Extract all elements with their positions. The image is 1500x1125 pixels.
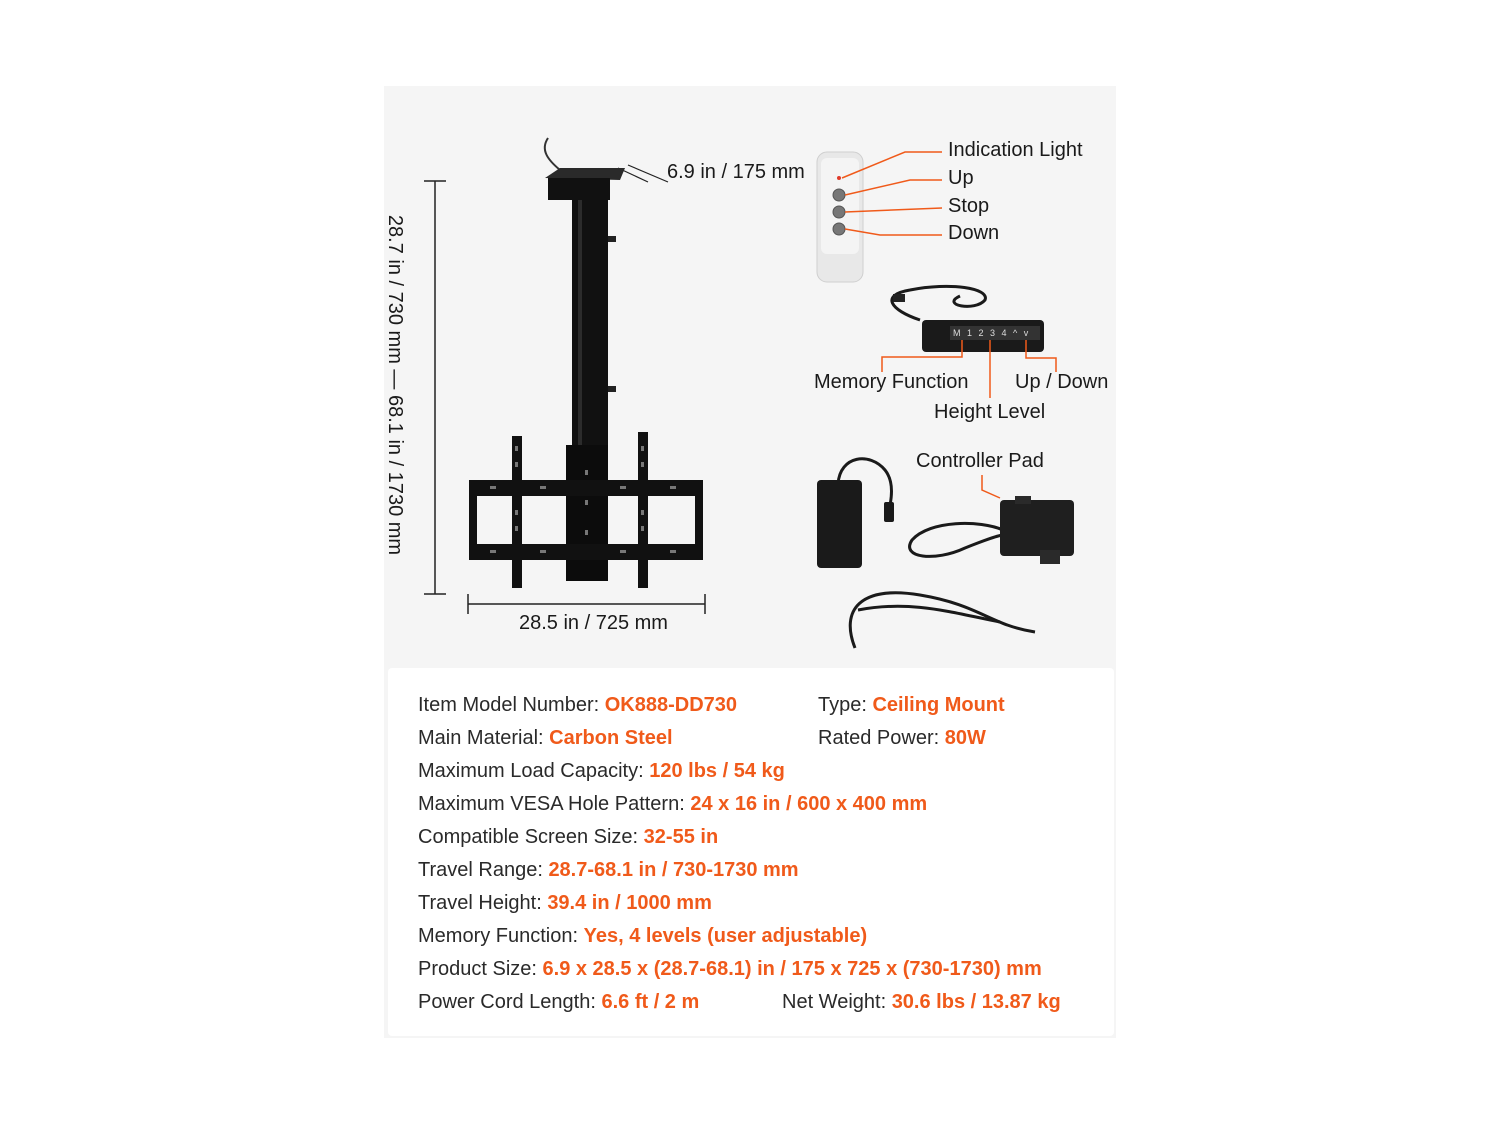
spec-screen: Compatible Screen Size: 32-55 in	[418, 826, 719, 848]
spec-travel-height: Travel Height: 39.4 in / 1000 mm	[418, 892, 712, 914]
specs-panel	[388, 668, 1114, 1036]
spec-vesa: Maximum VESA Hole Pattern: 24 x 16 in / …	[418, 793, 928, 815]
spec-model: Item Model Number: OK888-DD730	[418, 694, 738, 716]
ceiling-mount	[469, 137, 703, 588]
power-adapter	[817, 457, 894, 568]
stop-label: Stop	[948, 195, 990, 217]
handset-controller	[890, 284, 1044, 352]
remote-leader-lines	[841, 151, 943, 236]
spec-size: Product Size: 6.9 x 28.5 x (28.7-68.1) i…	[418, 958, 1042, 980]
spec-power: Rated Power: 80W	[818, 727, 986, 749]
height-dimension-line	[424, 180, 446, 595]
bracket-width-label: 28.5 in / 725 mm	[519, 612, 668, 634]
controller-leader-line	[981, 475, 1001, 499]
spec-material: Main Material: Carbon Steel	[418, 727, 673, 749]
down-label: Down	[948, 222, 1000, 244]
power-cord	[848, 591, 1036, 649]
plate-width-leader	[617, 164, 669, 183]
spec-cord: Power Cord Length: 6.6 ft / 2 m	[418, 991, 700, 1013]
height-range-label: 28.7 in / 730 mm — 68.1 in / 1730 mm	[384, 214, 406, 556]
controller-pad-label: Controller Pad	[916, 450, 1044, 472]
memory-function-label: Memory Function	[814, 371, 969, 393]
controller-pad	[908, 496, 1074, 564]
spec-load: Maximum Load Capacity: 120 lbs / 54 kg	[418, 760, 785, 782]
indication-light-label: Indication Light	[948, 139, 1083, 161]
width-dimension-line	[467, 594, 706, 614]
handset-leader-lines	[881, 340, 1057, 398]
up-down-label: Up / Down	[1015, 371, 1109, 393]
spec-type: Type: Ceiling Mount	[818, 694, 1005, 716]
plate-width-label: 6.9 in / 175 mm	[667, 161, 805, 183]
up-label: Up	[948, 167, 974, 189]
handset-keys: M 1 2 3 4 ^ v	[953, 328, 1031, 338]
spec-memory: Memory Function: Yes, 4 levels (user adj…	[418, 925, 868, 947]
height-level-label: Height Level	[934, 401, 1046, 423]
spec-weight: Net Weight: 30.6 lbs / 13.87 kg	[782, 991, 1061, 1013]
spec-range: Travel Range: 28.7-68.1 in / 730-1730 mm	[418, 859, 799, 881]
